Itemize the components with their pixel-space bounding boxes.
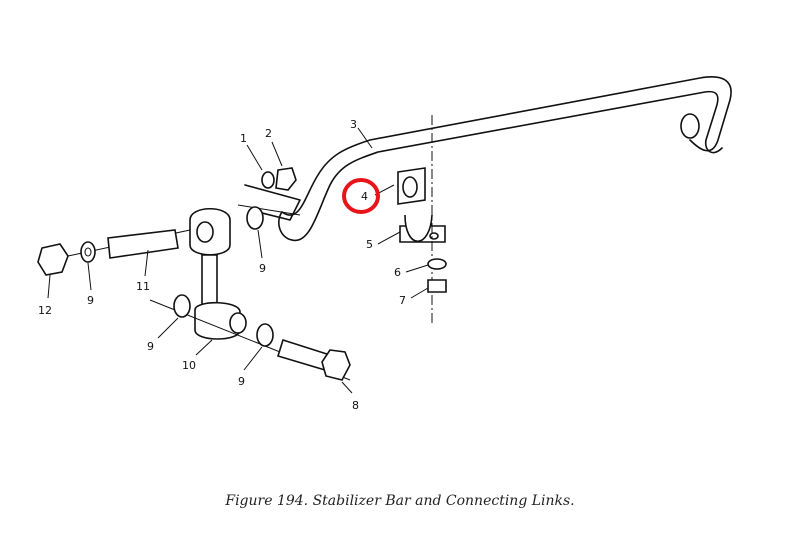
leader-lines (47, 127, 429, 394)
callout-11: 11 (136, 280, 150, 293)
callout-6: 6 (394, 266, 401, 279)
callout-4: 4 (361, 190, 368, 203)
callout-2: 2 (265, 127, 272, 140)
callout-labels: 1 2 3 4 5 6 7 8 9 9 9 9 10 11 12 (38, 118, 406, 412)
connecting-link (39, 204, 351, 381)
figure-caption: Figure 194. Stabilizer Bar and Connectin… (225, 493, 575, 509)
callout-9: 9 (87, 294, 94, 307)
callout-8: 8 (352, 399, 359, 412)
callout-12: 12 (38, 304, 52, 317)
stabilizer-bar (278, 76, 732, 242)
mounting-bracket (244, 115, 447, 325)
callout-3: 3 (350, 118, 357, 131)
callout-5: 5 (366, 238, 373, 251)
hardware (37, 167, 351, 381)
highlight-circle (342, 178, 380, 214)
callout-1: 1 (240, 132, 247, 145)
callout-9: 9 (238, 375, 245, 388)
callout-10: 10 (182, 359, 196, 372)
callout-7: 7 (399, 294, 406, 307)
callout-9: 9 (259, 262, 266, 275)
callout-9: 9 (147, 340, 154, 353)
